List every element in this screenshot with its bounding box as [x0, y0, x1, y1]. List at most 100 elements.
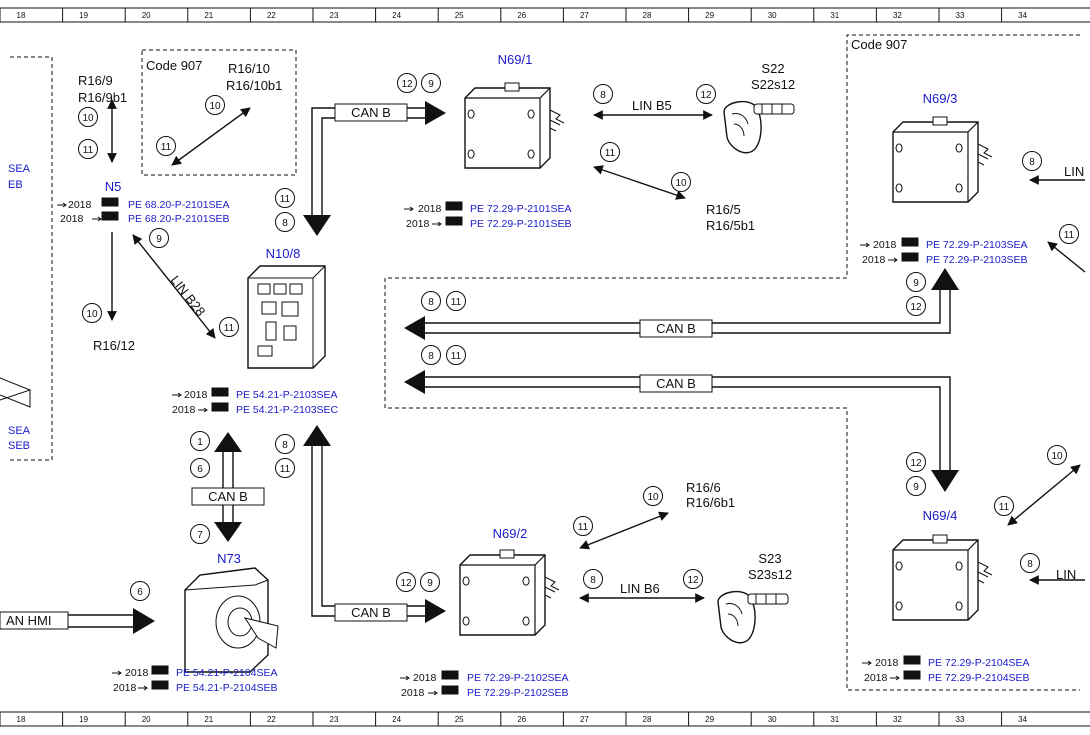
ref-pointer-arrow — [400, 675, 410, 681]
pin-number-circle — [906, 476, 926, 496]
r16-12-label: R16/12 — [93, 338, 135, 353]
pin-number-text: 12 — [910, 302, 922, 313]
s22-label: S22 — [761, 61, 784, 76]
pin-number-circle — [275, 188, 295, 208]
n73-ref-year-a: 2018 — [125, 667, 149, 679]
ruler-number: 23 — [330, 11, 339, 20]
top-ruler — [0, 7, 1090, 23]
ruler-number: 21 — [204, 715, 213, 724]
pin-number-circle — [420, 572, 440, 592]
r16-9-label: R16/9 — [78, 73, 113, 88]
pin-number-text: 11 — [999, 502, 1010, 513]
ruler-number: 22 — [267, 715, 276, 724]
pin-number-text: 9 — [156, 234, 162, 245]
n69-3-module-icon — [892, 116, 993, 203]
n73-ref-year-b: 2018 — [113, 682, 137, 694]
can-b-label-box-n69-3 — [639, 319, 713, 338]
can-b-arrow-right-n69-2 — [425, 599, 446, 623]
n69-1-module-icon — [464, 82, 565, 169]
r16-right-arrow-top — [1047, 241, 1086, 273]
pin-number-text: 9 — [427, 578, 433, 589]
s23-label: S23 — [758, 551, 781, 566]
pin-number-circle — [190, 431, 210, 451]
ruler-number: 26 — [517, 11, 526, 20]
s22-seat-switch-icon — [723, 100, 795, 154]
code-907-box-right — [384, 34, 1080, 691]
pin-number-circle — [130, 581, 150, 601]
n69-1-ref-b: PE 72.29-P-2101SEB — [470, 218, 572, 230]
r16-6-label: R16/6 — [686, 480, 721, 495]
n69-2-label: N69/2 — [493, 526, 528, 541]
n69-3-ref-b: PE 72.29-P-2103SEB — [926, 254, 1028, 266]
can-b-label-bottom: CAN B — [351, 605, 391, 620]
r16-6b1-label: R16/6b1 — [686, 495, 735, 510]
s22s12-label: S22s12 — [751, 77, 795, 92]
ruler-number: 30 — [768, 11, 777, 20]
ref-pointer-arrow — [112, 670, 122, 676]
ruler-number: 28 — [643, 715, 652, 724]
pin-number-text: 12 — [400, 578, 412, 589]
ruler-number: 34 — [1018, 715, 1027, 724]
manual-hand-icon — [903, 655, 921, 665]
can-b-arrow-down-n10-8 — [303, 215, 331, 236]
s23s12-label: S23s12 — [748, 567, 792, 582]
ruler-number: 33 — [956, 715, 965, 724]
n69-3-ref-year-a: 2018 — [873, 239, 897, 251]
can-b-label-top: CAN B — [351, 105, 391, 120]
pin-number-text: 11 — [83, 145, 94, 156]
pin-number-circle — [994, 496, 1014, 516]
pin-number-circle — [600, 142, 620, 162]
can-b-bus-n69-4 — [425, 376, 951, 470]
code-907-label-left: Code 907 — [146, 58, 202, 73]
manual-hand-icon — [445, 216, 463, 226]
n5-ref-year-b: 2018 — [60, 213, 84, 225]
pin-number-text: 8 — [590, 575, 596, 586]
lin-b6-label: LIN B6 — [620, 581, 660, 596]
can-hmi-label: AN HMI — [6, 613, 52, 628]
n73-label: N73 — [217, 551, 241, 566]
pin-number-text: 10 — [86, 309, 98, 320]
can-b-bus-n69-3 — [425, 290, 951, 334]
pin-number-text: 8 — [1027, 559, 1033, 570]
reference-pointer-symbols — [57, 197, 921, 696]
ref-pointer-arrow — [888, 257, 898, 263]
can-b-label-box-n73 — [191, 487, 265, 506]
pin-number-circle — [593, 84, 613, 104]
ruler-number: 25 — [455, 715, 464, 724]
pin-number-circle — [275, 434, 295, 454]
pin-number-text: 11 — [451, 351, 462, 362]
ruler-number: 25 — [455, 11, 464, 20]
can-b-arrow-right-n69-1 — [425, 101, 446, 125]
partial-ref-seb-bottom: SEB — [8, 440, 30, 452]
r16-5-arrow — [593, 165, 686, 200]
pin-number-circle — [219, 317, 239, 337]
pin-number-circle — [583, 569, 603, 589]
ruler-number: 23 — [330, 715, 339, 724]
n10-8-sam-module-icon — [247, 265, 326, 369]
can-hmi-label-box — [0, 611, 69, 630]
pin-number-circle — [906, 296, 926, 316]
pin-number-text: 10 — [209, 101, 221, 112]
can-b-label-n73: CAN B — [208, 489, 248, 504]
n10-8-ref-year-b: 2018 — [172, 404, 196, 416]
pin-number-circle — [190, 524, 210, 544]
pin-number-text: 8 — [282, 218, 288, 229]
pin-number-text: 11 — [451, 297, 462, 308]
can-b-arrow-up-n69-3 — [931, 268, 959, 290]
pin-number-circle — [671, 172, 691, 192]
n69-2-ref-year-a: 2018 — [413, 672, 437, 684]
manual-hand-icon — [101, 211, 119, 221]
pin-number-text: 11 — [1064, 230, 1075, 241]
pin-number-text: 10 — [675, 178, 687, 189]
can-b-arrow-down-n73 — [214, 522, 242, 542]
lin-b28-label: LIN B28 — [168, 273, 209, 319]
ref-pointer-arrow — [860, 242, 870, 248]
pin-number-circle — [1047, 445, 1067, 465]
pin-number-text: 12 — [910, 458, 922, 469]
ruler-number: 18 — [17, 715, 26, 724]
pin-number-text: 11 — [161, 142, 172, 153]
pin-number-circle — [421, 291, 441, 311]
n69-1-label: N69/1 — [498, 52, 533, 67]
s23-seat-switch-icon — [717, 590, 789, 644]
n10-8-ref-a: PE 54.21-P-2103SEA — [236, 389, 338, 401]
